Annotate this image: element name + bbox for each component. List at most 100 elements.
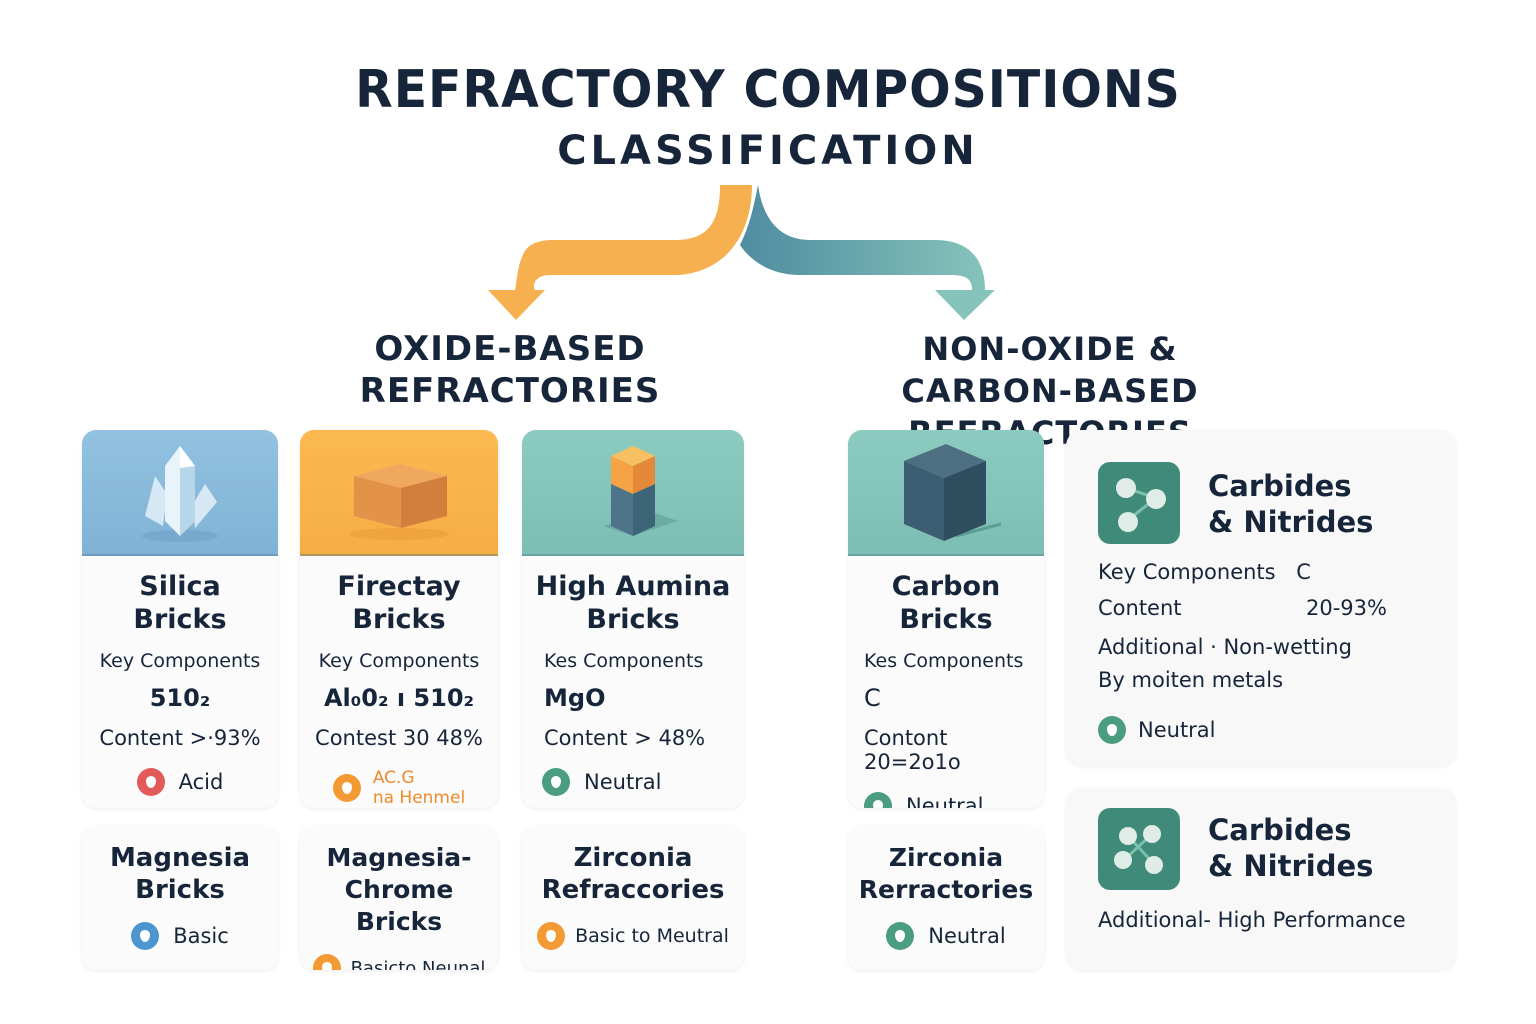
- name-line1: Magnesia-: [326, 843, 472, 872]
- page-title: REFRACTORY COMPOSITIONS: [355, 60, 1181, 120]
- neutral-drop-icon: [886, 922, 915, 950]
- key-components-value: C: [1296, 560, 1311, 584]
- name-line2: Bricks: [899, 604, 993, 635]
- branch-arrows: [488, 185, 995, 320]
- content-value: 20-93%: [1306, 596, 1387, 620]
- key-components-label: Key Components: [99, 650, 261, 672]
- two-tone-cube-icon: [603, 446, 678, 536]
- acid-drop-icon: [136, 768, 165, 796]
- drop-icon: [332, 774, 361, 802]
- name-line1: High Aumina: [535, 571, 731, 602]
- content-value: Content > 48%: [544, 726, 706, 750]
- type-label: Basicto Neunal: [350, 957, 486, 971]
- card-magnesia-chrome-bricks[interactable]: Magnesia- Chrome Bricks Basicto Neunal: [300, 826, 498, 970]
- type-label: Basic: [173, 924, 229, 948]
- card-fireclay-bricks[interactable]: Firectay Bricks Key Components Al₀0₂ ı 5…: [300, 430, 498, 808]
- card-carbon-bricks[interactable]: Carbon Bricks Kes Components C Contont 2…: [848, 430, 1044, 808]
- card-zirconia-refractories[interactable]: Zirconia Rerractories Neutral: [848, 826, 1044, 970]
- card-title: Carbides & Nitrides: [1208, 468, 1373, 540]
- name-line1: Zirconia: [573, 843, 693, 873]
- card-title: Carbides & Nitrides: [1208, 812, 1373, 884]
- type-badge: Basic to Meutral: [522, 922, 744, 950]
- arrow-to-oxide: [488, 185, 752, 320]
- card-name: Zirconia Rerractories: [848, 842, 1044, 906]
- card-name: Magnesia- Chrome Bricks: [300, 842, 498, 938]
- name-line2: Chrome Bricks: [344, 875, 454, 936]
- oxide-branch-title: OXIDE-BASED REFRACTORIES: [330, 328, 690, 412]
- card-carbides-nitrides[interactable]: Carbides & Nitrides Key Components C Con…: [1066, 430, 1456, 766]
- name-line2: Rerractories: [858, 875, 1034, 904]
- type-badge: Neutral: [848, 922, 1044, 950]
- card-name: Carbon Bricks: [848, 570, 1044, 636]
- type-label: Neutral: [906, 794, 984, 808]
- content-value: Content >·93%: [99, 726, 261, 750]
- card-name: Zirconia Refraccories: [522, 842, 744, 906]
- type-line1: AC.G: [372, 768, 415, 788]
- key-components-value: Al₀0₂ ı 510₂: [323, 684, 475, 712]
- key-components-value: MgO: [544, 684, 606, 712]
- name-line1: Magnesia: [109, 843, 251, 873]
- content-label: Content: [1098, 596, 1182, 620]
- arrow-to-non-oxide: [740, 185, 995, 320]
- additional-line1: Additional · Non-wetting: [1098, 635, 1352, 659]
- title-line1: Carbides: [1208, 813, 1352, 847]
- page-subtitle: CLASSIFICATION: [557, 128, 979, 174]
- type-label: Basic to Meutral: [575, 925, 729, 947]
- content-value: Contest 30 48%: [315, 726, 483, 750]
- neutral-drop-icon: [1098, 716, 1126, 744]
- network-icon-box: [1098, 808, 1180, 890]
- molecule-icon-box: [1098, 462, 1180, 544]
- basic-drop-icon: [131, 922, 160, 950]
- type-badge: Acid: [82, 768, 278, 796]
- type-badge: Neutral: [522, 768, 744, 796]
- additional-line1: Additional- High Performance: [1098, 908, 1406, 932]
- key-components-label: Kes Components: [544, 650, 704, 672]
- key-components-label: Kes Components: [864, 650, 1024, 672]
- name-line2: Bricks: [586, 604, 680, 635]
- card-name: High Aumina Bricks: [522, 570, 744, 636]
- non-oxide-title-line1: NON-OXIDE &: [922, 330, 1178, 368]
- card-magnesia-bricks[interactable]: Magnesia Bricks Basic: [82, 826, 278, 970]
- key-components-label: Key Components: [318, 650, 480, 672]
- additional-line2: By moiten metals: [1098, 668, 1284, 692]
- card-header: [300, 430, 498, 556]
- name-line1: Zirconia: [888, 843, 1004, 872]
- key-components-value: C: [864, 684, 881, 712]
- neutral-drop-icon: [542, 768, 570, 796]
- oxide-title-line2: REFRACTORIES: [359, 371, 661, 411]
- content-row: Content 20-93%: [1098, 596, 1418, 620]
- name-line2: Refraccories: [541, 875, 725, 905]
- type-badge: Neutral: [848, 792, 1044, 808]
- card-name: Silica Bricks: [82, 570, 278, 636]
- key-components-label: Key Components: [1098, 560, 1276, 584]
- card-carbides-nitrides-high-performance[interactable]: Carbides & Nitrides Additional- High Per…: [1066, 788, 1456, 970]
- drop-icon: [537, 922, 566, 950]
- key-components-row: Key Components C: [1098, 560, 1311, 584]
- type-label: AC.G na Henmel: [373, 768, 465, 808]
- brick-icon: [349, 464, 449, 540]
- crystal-icon: [142, 446, 218, 542]
- type-line2: na Henmel: [372, 788, 466, 808]
- name-line1: Silica: [139, 571, 221, 602]
- dark-cube-icon: [904, 444, 1002, 541]
- card-header: [848, 430, 1044, 556]
- type-label: Acid: [178, 770, 224, 794]
- name-line2: Bricks: [135, 875, 225, 905]
- card-name: Magnesia Bricks: [82, 842, 278, 906]
- title-line2: & Nitrides: [1208, 505, 1374, 539]
- network-icon: [1114, 825, 1163, 874]
- type-badge: Basic: [82, 922, 278, 950]
- title-line1: Carbides: [1208, 469, 1352, 503]
- name-line1: Firectay: [337, 571, 461, 602]
- name-line2: Bricks: [133, 604, 227, 635]
- card-header: [82, 430, 278, 556]
- type-label: Neutral: [928, 924, 1006, 948]
- card-zirconia-refractories-oxide[interactable]: Zirconia Refraccories Basic to Meutral: [522, 826, 744, 970]
- card-high-alumina-bricks[interactable]: High Aumina Bricks Kes Components MgO Co…: [522, 430, 744, 808]
- drop-icon: [312, 954, 341, 970]
- card-silica-bricks[interactable]: Silica Bricks Key Components 510₂ Conten…: [82, 430, 278, 808]
- type-label: Neutral: [1138, 718, 1216, 742]
- name-line1: Carbon: [891, 571, 1001, 602]
- key-components-value: 510₂: [149, 684, 211, 712]
- neutral-drop-icon: [864, 792, 892, 808]
